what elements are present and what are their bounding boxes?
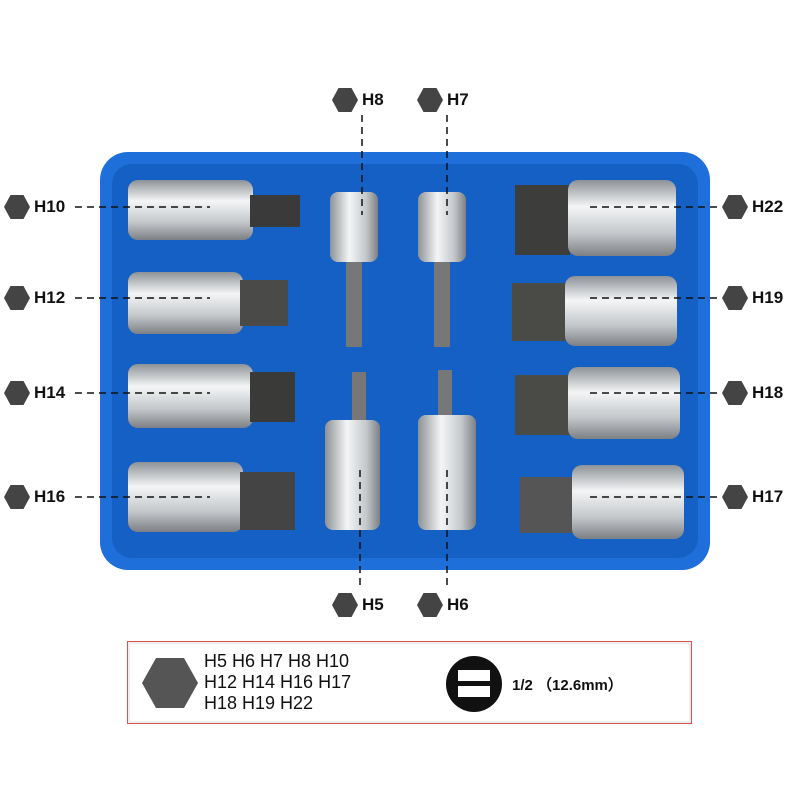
callout-label: H19 xyxy=(752,288,784,307)
callout-label: H14 xyxy=(34,383,66,402)
hexagon-icon xyxy=(4,381,30,405)
callout-right-0: H22 xyxy=(722,195,783,219)
size-list: H5 H6 H7 H8 H10 H12 H14 H16 H17 H18 H19 … xyxy=(204,651,351,714)
callout-bottom-1: H6 xyxy=(417,593,469,617)
hexagon-icon xyxy=(417,593,443,617)
callout-label: H7 xyxy=(447,90,469,109)
hexagon-icon xyxy=(332,593,358,617)
callout-left-1: H12 xyxy=(4,286,65,310)
right-sockets xyxy=(512,180,684,539)
callout-top-0: H8 xyxy=(332,88,384,112)
hexagon-icon xyxy=(417,88,443,112)
callout-label: H12 xyxy=(34,288,66,307)
callout-right-3: H17 xyxy=(722,485,783,509)
callout-label: H16 xyxy=(34,487,66,506)
hexagon-icon xyxy=(332,88,358,112)
hexagon-icon xyxy=(142,658,198,708)
callout-label: H6 xyxy=(447,595,469,614)
hexagon-icon xyxy=(4,195,30,219)
callout-label: H10 xyxy=(34,197,66,216)
callout-left-2: H14 xyxy=(4,381,65,405)
callout-top-1: H7 xyxy=(417,88,469,112)
hexagon-icon xyxy=(4,286,30,310)
callout-left-3: H16 xyxy=(4,485,65,509)
square-drive-icon xyxy=(446,656,502,712)
size-line: H5 H6 H7 H8 H10 xyxy=(204,651,350,671)
size-line: H18 H19 H22 xyxy=(204,693,314,713)
callout-label: H22 xyxy=(752,197,784,216)
callout-label: H8 xyxy=(362,90,384,109)
callout-label: H5 xyxy=(362,595,384,614)
hexagon-icon xyxy=(4,485,30,509)
callout-right-2: H18 xyxy=(722,381,783,405)
hexagon-icon xyxy=(722,381,748,405)
callout-left-0: H10 xyxy=(4,195,65,219)
center-sockets xyxy=(325,192,476,530)
hexagon-icon xyxy=(722,195,748,219)
drive-size: 1/2 （12.6mm） xyxy=(512,677,623,694)
callout-right-1: H19 xyxy=(722,286,783,310)
callout-bottom-0: H5 xyxy=(332,593,384,617)
hexagon-icon xyxy=(722,485,748,509)
callout-label: H17 xyxy=(752,487,784,506)
hexagon-icon xyxy=(722,286,748,310)
spec-box: H5 H6 H7 H8 H10 H12 H14 H16 H17 H18 H19 … xyxy=(127,641,692,724)
leader-lines xyxy=(75,115,718,590)
size-line: H12 H14 H16 H17 xyxy=(204,672,352,692)
callout-label: H18 xyxy=(752,383,784,402)
